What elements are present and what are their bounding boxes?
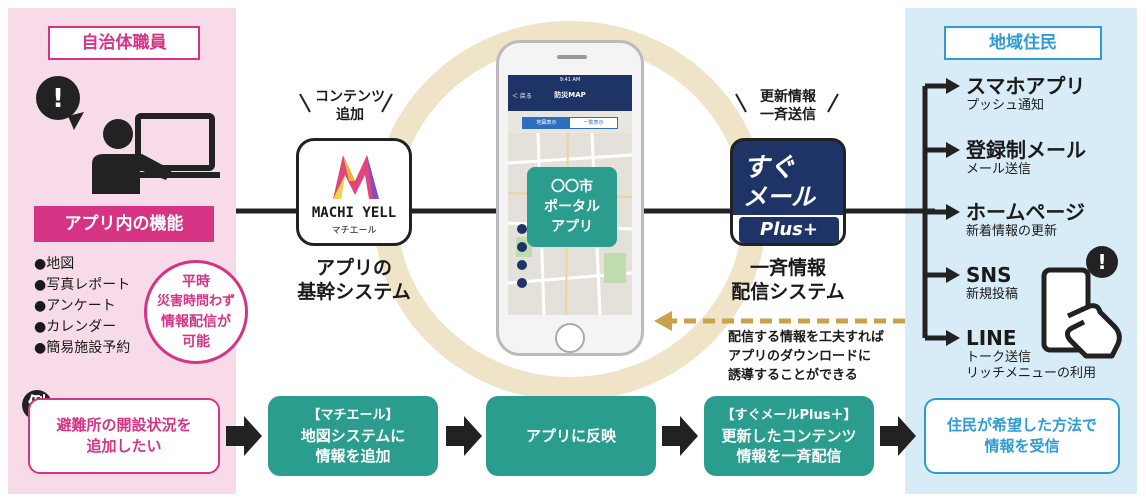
flow-end-box: 住民が希望した方法で 情報を受信	[924, 398, 1120, 474]
note-line: 情報配信が	[160, 314, 231, 330]
flow-line: 情報を受信	[984, 437, 1060, 455]
app-header: 9:41 AM ＜ 戻る 防災MAP	[508, 75, 632, 111]
sugu-mail-caption: 一斉情報 配信システム	[706, 256, 870, 304]
note-line: 配信する情報を工夫すれば	[728, 330, 885, 345]
note-line: 平時	[181, 274, 210, 290]
download-guidance-note: 配信する情報を工夫すれば アプリのダウンロードに 誘導することができる	[728, 328, 908, 385]
channel-smartphone-app: スマホアプリ プッシュ通知	[966, 74, 1085, 114]
machi-yell-logo-icon	[333, 155, 379, 199]
overlay-line: 〇〇市	[551, 179, 593, 195]
channel-sub: トーク送信	[966, 350, 1032, 365]
channel-sub: プッシュ通知	[966, 98, 1045, 113]
svg-text:!: !	[52, 84, 64, 114]
overlay-line: アプリ	[551, 219, 593, 235]
machi-yell-caption: アプリの 基幹システム	[272, 256, 436, 304]
feature-item: ●カレンダー	[34, 319, 117, 335]
overlay-line: ポータル	[544, 199, 600, 215]
flow-arrows	[226, 416, 916, 456]
content-add-label: コンテンツ 追加	[302, 88, 398, 124]
label-line: 更新情報	[760, 89, 816, 105]
back-link[interactable]: ＜ 戻る	[512, 93, 532, 100]
anytime-distribution-note: 平時 災害時問わず 情報配信が 可能	[144, 260, 248, 364]
channel-title: 登録制メール	[966, 138, 1086, 162]
caption-line: アプリの	[315, 257, 392, 279]
flow-line: 【すぐメールPlus＋】	[721, 408, 857, 423]
city-portal-app-overlay: 〇〇市 ポータル アプリ	[527, 167, 617, 247]
channel-title: SNS	[966, 263, 1012, 287]
tab-list-view[interactable]: 一覧表示	[583, 120, 604, 126]
sugu-mail-logo-box: すぐ メール Plus+	[730, 138, 846, 246]
smartphone-mockup: 9:41 AM ＜ 戻る 防災MAP 地図表示 一覧表示 〇〇市 ポータ	[496, 40, 644, 356]
label-line: 一斉送信	[760, 107, 816, 123]
flow-line: 【マチエール】	[307, 408, 399, 423]
residents-tag: 地域住民	[944, 26, 1102, 60]
machi-yell-logo-kana: マチエール	[331, 226, 377, 236]
channel-title: スマホアプリ	[966, 74, 1086, 98]
caption-line: 基幹システム	[297, 281, 411, 303]
channel-title: LINE	[966, 326, 1017, 350]
flow-line: 情報を一斉配信	[736, 447, 842, 465]
flow-line: 地図システムに	[300, 427, 406, 445]
sugu-logo-line1: すぐ	[743, 153, 796, 183]
channel-sub: 新規投稿	[966, 287, 1019, 302]
staff-tag: 自治体職員	[48, 26, 200, 60]
channel-sub: メール送信	[966, 162, 1032, 177]
sugu-logo-plus: Plus+	[739, 217, 839, 243]
note-line: アプリのダウンロードに	[728, 349, 872, 364]
note-line: 誘導することができる	[728, 368, 858, 383]
bulk-send-label: 更新情報 一斉送信	[740, 88, 836, 124]
feature-item: ●簡易施設予約	[34, 340, 131, 356]
note-line: 災害時問わず	[156, 294, 235, 309]
phone-speaker	[557, 55, 587, 59]
channel-email: 登録制メール メール送信	[966, 138, 1086, 178]
channel-homepage: ホームページ 新着情報の更新	[966, 200, 1085, 240]
caption-line: 配信システム	[731, 281, 845, 303]
machi-yell-logo-box: MACHI YELL マチエール	[296, 138, 412, 246]
flow-line: 住民が希望した方法で	[946, 416, 1097, 434]
channel-sns: SNS 新規投稿	[966, 263, 1018, 303]
feature-item: ●写真レポート	[34, 277, 131, 293]
home-button[interactable]	[555, 323, 585, 353]
sugu-logo-line2: メール	[743, 183, 815, 211]
flow-step-app: アプリに反映	[486, 396, 656, 476]
channel-sub: 新着情報の更新	[966, 224, 1058, 239]
feature-item: ●地図	[34, 256, 75, 272]
staff-at-computer-icon: !	[36, 76, 220, 194]
label-ticks	[299, 93, 839, 113]
note-line: 可能	[181, 334, 210, 350]
caption-line: 一斉情報	[749, 257, 826, 279]
flow-line: 追加したい	[86, 437, 162, 455]
flow-line: アプリに反映	[525, 427, 616, 445]
feature-item: ●アンケート	[34, 298, 116, 314]
channel-line: LINE トーク送信 リッチメニューの利用	[966, 326, 1096, 382]
label-line: 追加	[336, 107, 364, 123]
flow-line: 情報を追加	[315, 447, 391, 465]
hand-phone-alert-icon: !	[1041, 246, 1122, 359]
flow-step-machi: 【マチエール】 地図システムに 情報を追加	[268, 396, 438, 476]
label-line: コンテンツ	[315, 89, 385, 105]
app-features-bar: アプリ内の機能	[34, 206, 214, 242]
channel-sub: リッチメニューの利用	[966, 366, 1097, 381]
screen-title: 防災MAP	[554, 91, 586, 99]
flow-line: 避難所の開設状況を	[56, 416, 192, 434]
flow-line: 更新したコンテンツ	[721, 427, 857, 445]
tab-map-view[interactable]: 地図表示	[523, 118, 570, 128]
channel-arrows	[925, 78, 960, 346]
feature-list: ●地図 ●写真レポート ●アンケート ●カレンダー ●簡易施設予約	[34, 254, 130, 359]
status-time: 9:41 AM	[559, 77, 581, 83]
flow-step-sugu: 【すぐメールPlus＋】 更新したコンテンツ 情報を一斉配信	[704, 396, 874, 476]
svg-text:!: !	[1097, 250, 1106, 274]
flow-start-box: 避難所の開設状況を 追加したい	[28, 398, 220, 474]
channel-title: ホームページ	[966, 200, 1085, 224]
machi-yell-logo-text: MACHI YELL	[311, 205, 397, 221]
view-toggle: 地図表示 一覧表示	[522, 117, 618, 129]
